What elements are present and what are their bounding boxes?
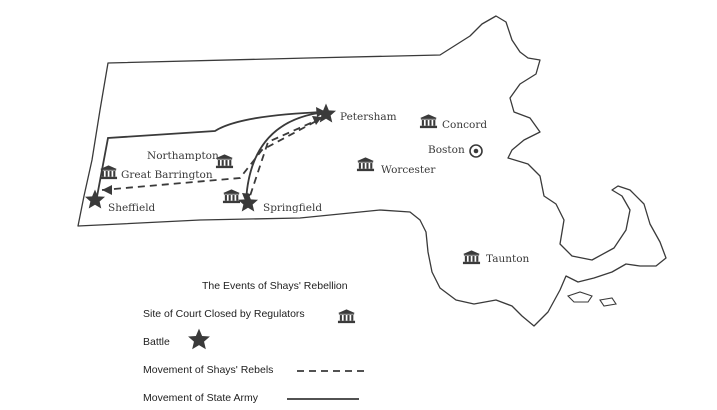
legend-title: The Events of Shays' Rebellion bbox=[202, 280, 348, 292]
legend-label-rebels: Movement of Shays' Rebels bbox=[143, 364, 273, 376]
place-label-sheffield: Sheffield bbox=[108, 202, 156, 214]
place-label-taunton: Taunton bbox=[486, 253, 530, 265]
star-icon bbox=[84, 189, 106, 209]
rebels-route bbox=[101, 117, 323, 191]
legend-label-court: Site of Court Closed by Regulators bbox=[143, 308, 305, 320]
rebels-route bbox=[249, 117, 323, 197]
capital-circle-icon bbox=[473, 148, 479, 154]
courthouse-icon bbox=[419, 114, 438, 129]
place-label-northampton: Northampton bbox=[147, 150, 219, 162]
island-nantucket bbox=[599, 297, 617, 307]
place-label-concord: Concord bbox=[442, 119, 487, 131]
capital-circle-icon bbox=[469, 144, 483, 158]
legend-label-army: Movement of State Army bbox=[143, 392, 259, 404]
state-outline bbox=[77, 15, 667, 327]
courthouse-icon bbox=[356, 157, 375, 172]
place-label-great-barrington: Great Barrington bbox=[121, 169, 213, 181]
place-label-petersham: Petersham bbox=[340, 111, 397, 123]
state-army-route bbox=[95, 111, 327, 203]
legend-label-battle: Battle bbox=[143, 336, 170, 348]
star-icon bbox=[188, 328, 210, 350]
place-label-springfield: Springfield bbox=[263, 202, 322, 214]
courthouse-icon bbox=[222, 189, 241, 204]
island-marthas-vineyard bbox=[566, 291, 593, 303]
star-icon bbox=[237, 192, 259, 212]
place-label-boston: Boston bbox=[428, 144, 465, 156]
state-army-route bbox=[245, 111, 327, 203]
courthouse-icon bbox=[337, 309, 356, 324]
legend: The Events of Shays' Rebellion Site of C… bbox=[143, 280, 369, 404]
rebels-arrow bbox=[102, 185, 112, 195]
courthouse-icon bbox=[462, 250, 481, 265]
place-label-worcester: Worcester bbox=[381, 164, 436, 176]
rebels-arrow bbox=[312, 116, 322, 125]
